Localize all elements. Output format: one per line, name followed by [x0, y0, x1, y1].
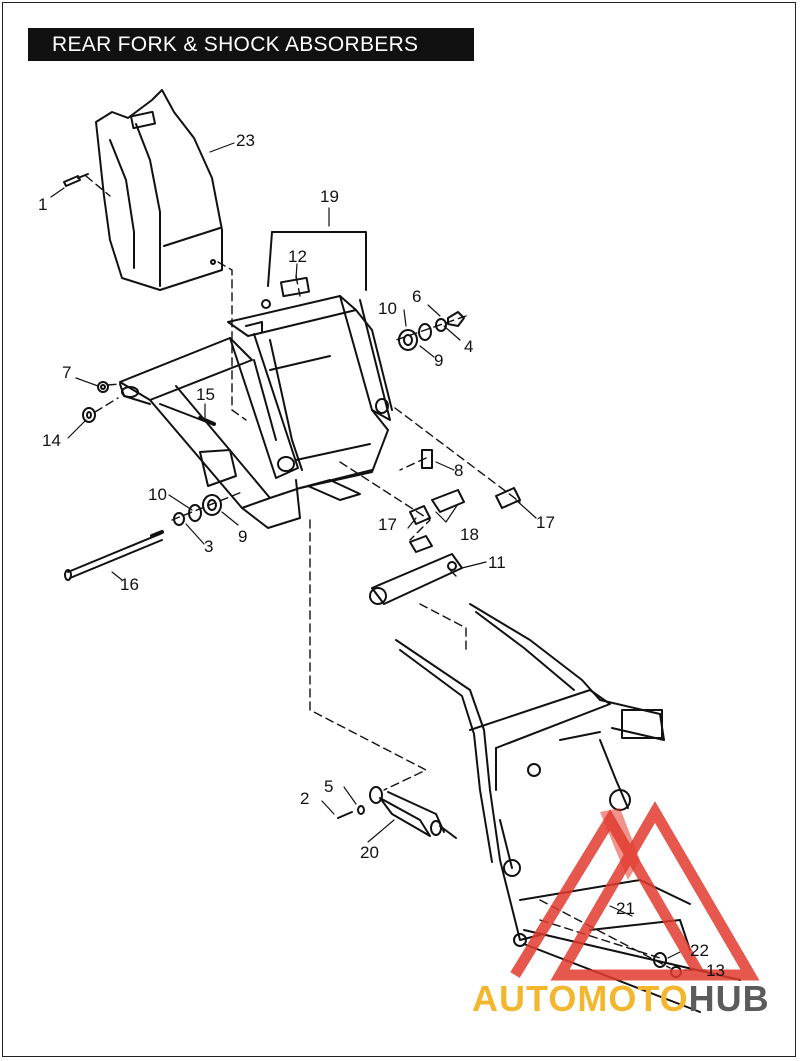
- bearing-stack-right: [398, 311, 465, 351]
- watermark-text-part2: HUB: [688, 978, 770, 1019]
- rear-fender: [95, 89, 223, 291]
- callout-1: 1: [38, 195, 47, 214]
- callout-19: 19: [320, 187, 339, 206]
- diagram-title: REAR FORK & SHOCK ABSORBERS: [28, 28, 474, 61]
- bolt-2: [337, 811, 353, 819]
- bolt-1: [63, 173, 89, 187]
- callout-9-left: 9: [238, 527, 247, 546]
- block-8: [421, 449, 433, 469]
- callout-23: 23: [236, 131, 255, 150]
- callout-17-right: 17: [536, 513, 555, 532]
- callout-21: 21: [616, 899, 635, 918]
- nut-7: [97, 381, 109, 393]
- pivot-shaft-16: [64, 530, 164, 581]
- callout-14: 14: [42, 431, 61, 450]
- callout-8: 8: [454, 461, 463, 480]
- callout-11: 11: [488, 553, 506, 572]
- rear-fork-swingarm: [119, 295, 393, 529]
- callout-6: 6: [412, 287, 421, 306]
- callout-5: 5: [324, 777, 333, 796]
- label-bracket-19: [267, 231, 367, 298]
- watermark-text-part1: AUTOMOTO: [472, 978, 689, 1019]
- shock-absorber-20: [369, 786, 457, 839]
- callout-13: 13: [706, 961, 725, 980]
- callout-2: 2: [300, 789, 309, 808]
- callout-18: 18: [460, 525, 479, 544]
- callout-15: 15: [196, 385, 215, 404]
- watermark-text: AUTOMOTOHUB: [472, 978, 770, 1020]
- callout-16: 16: [120, 575, 139, 594]
- callout-7: 7: [62, 363, 71, 382]
- callout-4: 4: [464, 337, 473, 356]
- callout-10-left: 10: [148, 485, 167, 504]
- callout-10-right: 10: [378, 299, 397, 318]
- link-11: [369, 553, 463, 605]
- callout-17-left: 17: [378, 515, 397, 534]
- callout-22: 22: [690, 941, 709, 960]
- washer-14: [82, 407, 96, 423]
- washer-5: [357, 805, 365, 815]
- callout-9-right: 9: [434, 351, 443, 370]
- callout-12: 12: [288, 247, 307, 266]
- dashed-leaders: [85, 175, 671, 969]
- callout-20: 20: [360, 843, 379, 862]
- callout-3: 3: [204, 537, 213, 556]
- watermark-logo: [510, 801, 760, 981]
- callout-labels: 1 2 3 4 5 6 7 8 9 9 10 10 11 12 13 14 15…: [38, 131, 725, 980]
- watermark-logo-fill: [600, 808, 640, 880]
- nut-22: [653, 952, 667, 968]
- solid-leaders: [50, 142, 707, 971]
